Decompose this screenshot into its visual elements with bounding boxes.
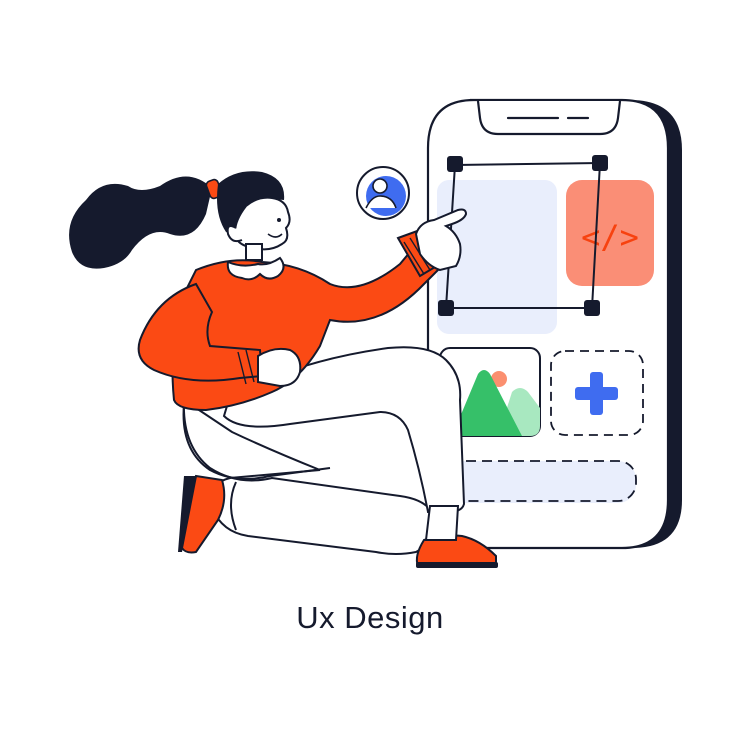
selection-handle-tr <box>592 155 608 171</box>
caption-title: Ux Design <box>296 600 444 635</box>
woman-character <box>69 171 498 568</box>
code-tile: </> <box>566 180 654 286</box>
collar <box>226 256 285 281</box>
shoe-back <box>178 474 226 554</box>
pointing-hand <box>414 208 468 272</box>
input-bar <box>430 460 637 503</box>
code-icon: </> <box>581 218 639 256</box>
selection-handle-tl <box>447 156 463 172</box>
image-placeholder-icon <box>452 370 540 436</box>
trousers <box>182 398 438 555</box>
add-tile <box>550 350 644 436</box>
shoe-front <box>415 534 498 568</box>
wireframe-block <box>437 180 557 334</box>
image-card <box>439 347 541 437</box>
user-avatar-icon <box>356 166 410 220</box>
selection-handle-bl <box>438 300 454 316</box>
plus-icon <box>575 372 618 415</box>
ponytail <box>69 176 212 269</box>
selection-handle-br <box>584 300 600 316</box>
